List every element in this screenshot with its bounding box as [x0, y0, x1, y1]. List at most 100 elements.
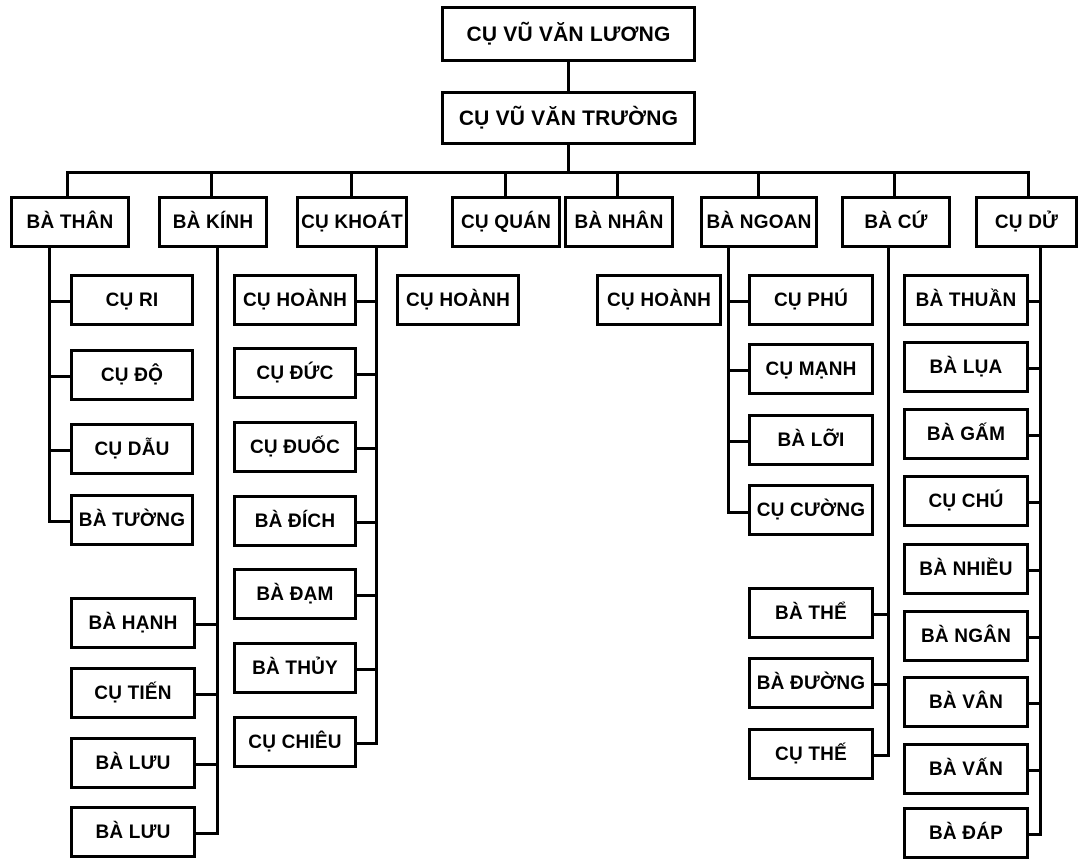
connector-stub-ba-nhieu: [1026, 569, 1042, 572]
node-label: CỤ THẾ: [775, 743, 847, 765]
connector-spine-ba-cu: [887, 248, 890, 756]
connector-stub-cu-hoanh-khoat: [356, 300, 378, 303]
node-label: BÀ ĐÍCH: [254, 510, 336, 532]
node-label: BÀ ĐÁP: [928, 822, 1004, 844]
node-ba-duong[interactable]: BÀ ĐƯỜNG: [748, 657, 874, 709]
connector-gen1-gen2: [567, 62, 570, 91]
connector-stub-ba-gam: [1026, 434, 1042, 437]
node-cu-hoanh-khoat[interactable]: CỤ HOÀNH: [233, 274, 357, 326]
connector-drop-ba-nhan: [616, 171, 619, 196]
node-cu-chieu[interactable]: CỤ CHIÊU: [233, 716, 357, 768]
node-label: CỤ DỬ: [994, 211, 1059, 233]
connector-stub-ba-duong: [872, 683, 890, 686]
node-ba-than[interactable]: BÀ THÂN: [10, 196, 130, 248]
connector-stub-cu-do: [48, 375, 72, 378]
connector-stub-ba-luu-2: [194, 832, 219, 835]
node-label: CỤ CHÚ: [928, 490, 1004, 512]
node-cu-vu-van-luong[interactable]: CỤ VŨ VĂN LƯƠNG: [441, 6, 696, 62]
node-ba-the[interactable]: BÀ THỂ: [748, 587, 874, 639]
connector-stub-ba-ngan: [1026, 636, 1042, 639]
node-ba-nhan[interactable]: BÀ NHÂN: [564, 196, 674, 248]
connector-stub-cu-the: [872, 754, 890, 757]
node-label: CỤ ĐỨC: [256, 362, 334, 384]
node-ba-ngan[interactable]: BÀ NGÂN: [903, 610, 1029, 662]
node-ba-dam[interactable]: BÀ ĐẠM: [233, 568, 357, 620]
connector-stub-cu-cuong: [727, 511, 750, 514]
node-label: CỤ CƯỜNG: [756, 499, 866, 521]
node-ba-van-sac[interactable]: BÀ VẤN: [903, 743, 1029, 795]
node-ba-tuong[interactable]: BÀ TƯỜNG: [70, 494, 194, 546]
connector-gen3-bus: [66, 171, 1030, 174]
connector-drop-cu-quan: [504, 171, 507, 196]
node-ba-hanh[interactable]: BÀ HẠNH: [70, 597, 196, 649]
node-ba-lua[interactable]: BÀ LỤA: [903, 341, 1029, 393]
node-cu-du[interactable]: CỤ DỬ: [975, 196, 1078, 248]
connector-drop-cu-khoat: [350, 171, 353, 196]
connector-drop-cu-du: [1027, 171, 1030, 196]
node-ba-loi[interactable]: BÀ LỠI: [748, 414, 874, 466]
node-cu-duoc[interactable]: CỤ ĐUỐC: [233, 421, 357, 473]
node-ba-nhieu[interactable]: BÀ NHIỀU: [903, 543, 1029, 595]
node-label: CỤ HOÀNH: [607, 289, 711, 311]
node-cu-tien[interactable]: CỤ TIẾN: [70, 667, 196, 719]
connector-stub-cu-chieu: [356, 742, 378, 745]
node-cu-duc[interactable]: CỤ ĐỨC: [233, 347, 357, 399]
node-ba-thuy[interactable]: BÀ THỦY: [233, 642, 357, 694]
node-cu-dau[interactable]: CỤ DẪU: [70, 423, 194, 475]
node-label: BÀ LỤA: [929, 356, 1003, 378]
node-label: BÀ LỠI: [777, 429, 845, 451]
connector-drop-ba-cu: [893, 171, 896, 196]
node-cu-khoat[interactable]: CỤ KHOÁT: [296, 196, 408, 248]
node-label: CỤ VŨ VĂN LƯƠNG: [466, 22, 671, 46]
node-cu-phu[interactable]: CỤ PHÚ: [748, 274, 874, 326]
node-label: BÀ NHIỀU: [919, 558, 1013, 580]
connector-stub-ba-dap: [1026, 833, 1042, 836]
node-label: BÀ NHÂN: [574, 211, 664, 233]
node-cu-hoanh-quan[interactable]: CỤ HOÀNH: [396, 274, 520, 326]
connector-stub-ba-tuong: [48, 520, 72, 523]
node-label: BÀ THỦY: [252, 657, 338, 679]
node-label: BÀ THÂN: [26, 211, 114, 233]
node-cu-hoanh-nhan[interactable]: CỤ HOÀNH: [596, 274, 722, 326]
node-ba-luu-2[interactable]: BÀ LƯU: [70, 806, 196, 858]
node-ba-dich[interactable]: BÀ ĐÍCH: [233, 495, 357, 547]
node-ba-ngoan[interactable]: BÀ NGOAN: [700, 196, 818, 248]
connector-stub-ba-lua: [1026, 367, 1042, 370]
node-label: BÀ ĐẠM: [256, 583, 334, 605]
node-label: CỤ TIẾN: [94, 682, 172, 704]
node-label: CỤ QUÁN: [460, 211, 552, 233]
node-label: BÀ NGÂN: [920, 625, 1012, 647]
connector-stub-ba-van: [1026, 702, 1042, 705]
node-ba-kinh[interactable]: BÀ KÍNH: [158, 196, 268, 248]
connector-stub-ba-the: [872, 613, 890, 616]
connector-drop-ba-ngoan: [757, 171, 760, 196]
node-ba-thuan[interactable]: BÀ THUẦN: [903, 274, 1029, 326]
node-cu-vu-van-truong[interactable]: CỤ VŨ VĂN TRƯỜNG: [441, 91, 696, 145]
connector-spine-cu-du: [1039, 248, 1042, 835]
node-cu-do[interactable]: CỤ ĐỘ: [70, 349, 194, 401]
node-ba-dap[interactable]: BÀ ĐÁP: [903, 807, 1029, 859]
node-label: CỤ RI: [105, 289, 159, 311]
node-cu-chu[interactable]: CỤ CHÚ: [903, 475, 1029, 527]
node-label: BÀ LƯU: [95, 752, 171, 774]
node-ba-luu-1[interactable]: BÀ LƯU: [70, 737, 196, 789]
node-ba-van[interactable]: BÀ VÂN: [903, 676, 1029, 728]
node-ba-gam[interactable]: BÀ GẤM: [903, 408, 1029, 460]
node-label: BÀ VẤN: [928, 758, 1004, 780]
connector-stub-ba-thuan: [1026, 300, 1042, 303]
node-label: BÀ TƯỜNG: [78, 509, 186, 531]
node-cu-quan[interactable]: CỤ QUÁN: [451, 196, 561, 248]
node-ba-cu[interactable]: BÀ CỨ: [841, 196, 951, 248]
connector-stub-cu-chu: [1026, 501, 1042, 504]
connector-drop-ba-than: [66, 171, 69, 196]
node-cu-the[interactable]: CỤ THẾ: [748, 728, 874, 780]
node-cu-cuong[interactable]: CỤ CƯỜNG: [748, 484, 874, 536]
node-label: BÀ KÍNH: [172, 211, 254, 233]
node-cu-manh[interactable]: CỤ MẠNH: [748, 343, 874, 395]
connector-stub-ba-thuy: [356, 668, 378, 671]
connector-stub-ba-dich: [356, 521, 378, 524]
node-label: BÀ THUẦN: [915, 289, 1017, 311]
connector-spine-ba-kinh: [216, 248, 219, 835]
node-cu-ri[interactable]: CỤ RI: [70, 274, 194, 326]
